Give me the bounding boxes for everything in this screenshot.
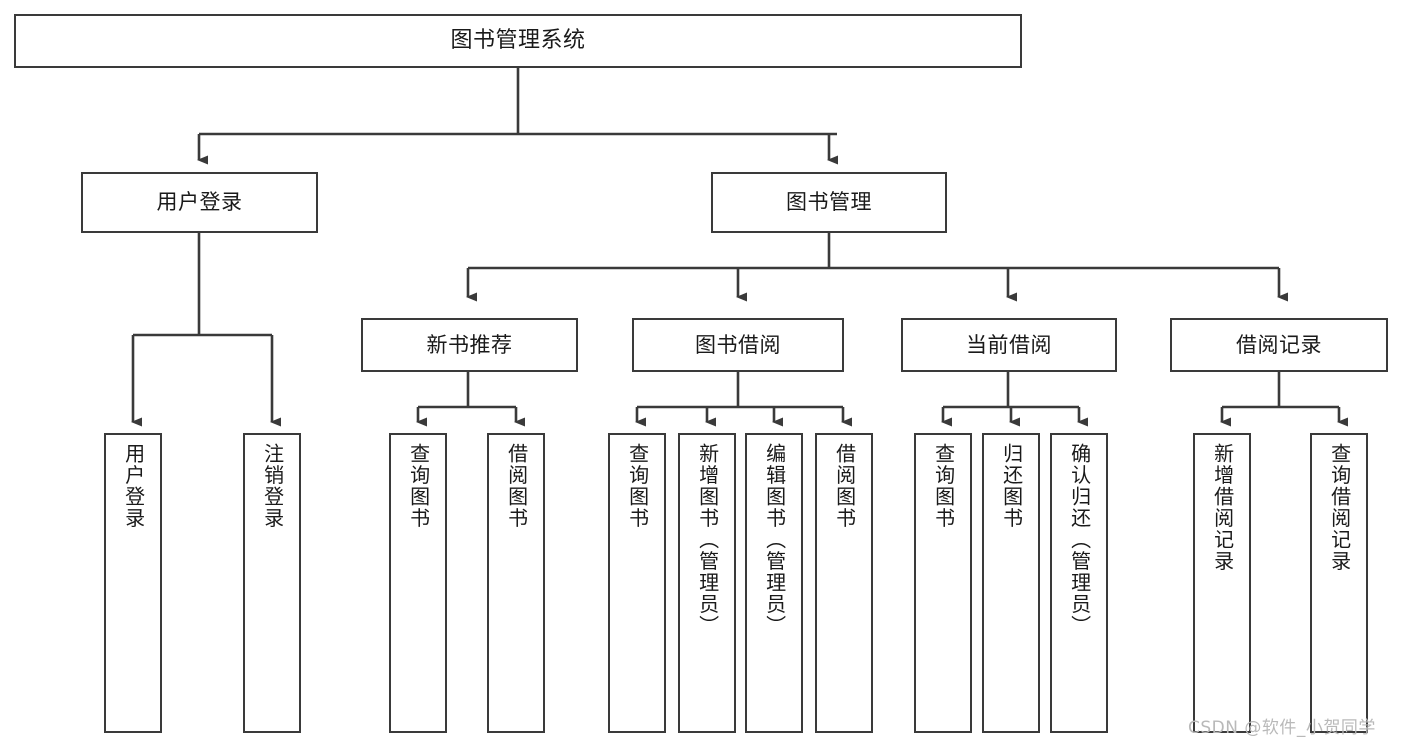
node-label: 归还图书 xyxy=(999,443,1024,529)
node-label: 注销登录 xyxy=(260,443,285,529)
node-current-borrow[interactable]: 当前借阅 xyxy=(901,318,1117,372)
leaf-recommend-borrow-book[interactable]: 借阅图书 xyxy=(487,433,545,733)
node-label: 图书借阅 xyxy=(695,332,781,357)
leaf-current-confirm-return-admin[interactable]: 确认归还（管理员） xyxy=(1050,433,1108,733)
leaf-user-login-signin[interactable]: 用户登录 xyxy=(104,433,162,733)
leaf-borrow-query-book[interactable]: 查询图书 xyxy=(608,433,666,733)
leaf-borrow-borrow-book[interactable]: 借阅图书 xyxy=(815,433,873,733)
node-label: 查询图书 xyxy=(931,443,956,529)
node-label: 查询图书 xyxy=(625,443,650,529)
node-label: 借阅图书 xyxy=(832,443,857,529)
node-borrow-record[interactable]: 借阅记录 xyxy=(1170,318,1388,372)
leaf-current-query-book[interactable]: 查询图书 xyxy=(914,433,972,733)
node-user-login[interactable]: 用户登录 xyxy=(81,172,318,233)
leaf-current-return-book[interactable]: 归还图书 xyxy=(982,433,1040,733)
node-label: 查询图书 xyxy=(406,443,431,529)
node-label: 编辑图书（管理员） xyxy=(762,443,787,637)
leaf-record-add-record[interactable]: 新增借阅记录 xyxy=(1193,433,1251,733)
leaf-borrow-add-book-admin[interactable]: 新增图书（管理员） xyxy=(678,433,736,733)
node-label: 图书管理系统 xyxy=(450,28,586,54)
node-label: 新增图书（管理员） xyxy=(695,443,720,637)
node-label: 借阅记录 xyxy=(1236,332,1322,357)
leaf-borrow-edit-book-admin[interactable]: 编辑图书（管理员） xyxy=(745,433,803,733)
node-label: 借阅图书 xyxy=(504,443,529,529)
node-label: 确认归还（管理员） xyxy=(1067,443,1092,637)
watermark-text: CSDN @软件_小贺同学 xyxy=(1188,718,1376,738)
leaf-record-query-record[interactable]: 查询借阅记录 xyxy=(1310,433,1368,733)
node-label: 查询借阅记录 xyxy=(1327,443,1352,572)
node-book-borrow[interactable]: 图书借阅 xyxy=(632,318,844,372)
node-label: 新增借阅记录 xyxy=(1210,443,1235,572)
leaf-recommend-query-book[interactable]: 查询图书 xyxy=(389,433,447,733)
node-label: 当前借阅 xyxy=(966,332,1052,357)
node-label: 新书推荐 xyxy=(426,332,513,357)
node-label: 图书管理 xyxy=(786,190,872,215)
node-root-system[interactable]: 图书管理系统 xyxy=(14,14,1022,68)
node-label: 用户登录 xyxy=(121,443,146,529)
node-label: 用户登录 xyxy=(156,190,243,215)
node-book-management[interactable]: 图书管理 xyxy=(711,172,947,233)
leaf-user-login-signout[interactable]: 注销登录 xyxy=(243,433,301,733)
node-new-book-recommend[interactable]: 新书推荐 xyxy=(361,318,578,372)
